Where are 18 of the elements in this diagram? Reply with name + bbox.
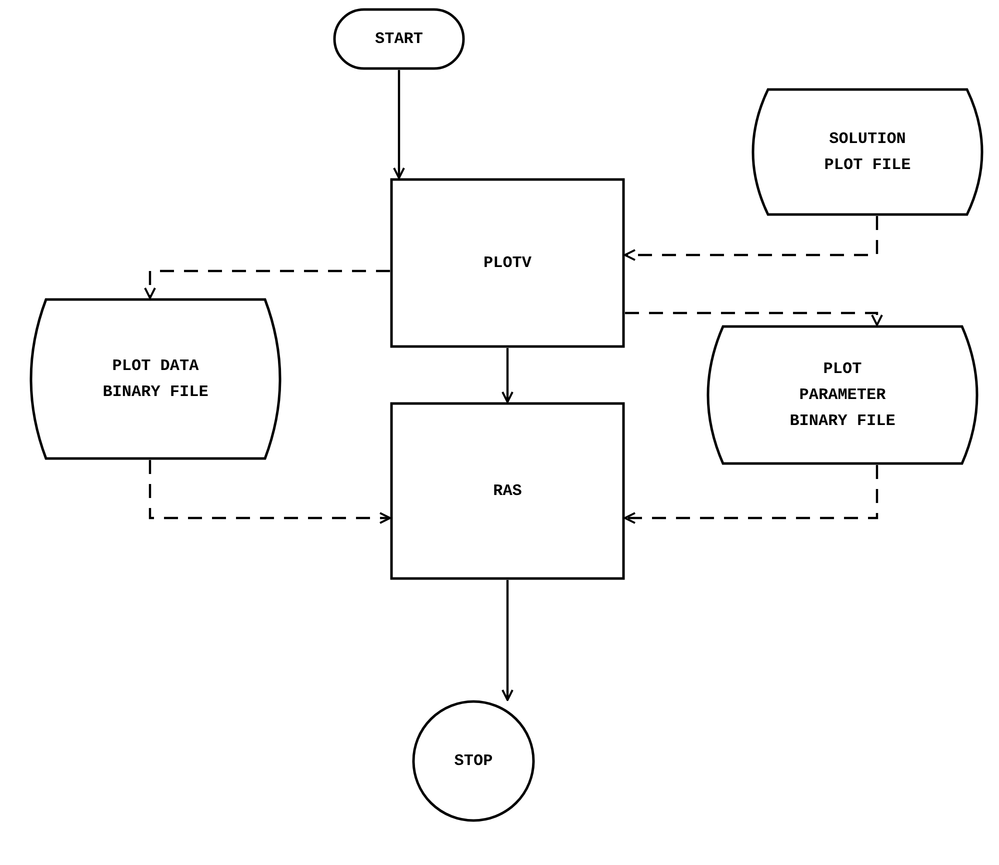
arrow xyxy=(502,580,514,701)
process-box xyxy=(390,178,625,348)
arrow xyxy=(148,460,391,524)
arrow xyxy=(625,312,883,326)
arrow xyxy=(624,465,878,524)
process-box xyxy=(390,402,625,580)
arrow xyxy=(502,348,514,403)
connector-circle xyxy=(412,700,535,822)
arrow xyxy=(144,270,390,299)
arrow xyxy=(624,216,878,261)
arrow xyxy=(393,70,405,179)
node-text: STOP xyxy=(453,751,494,772)
node-text: PLOT DATA BINARY FILE xyxy=(102,356,210,403)
node-text: SOLUTION PLOT FILE xyxy=(823,129,912,176)
node-text: START xyxy=(374,29,424,50)
node-text: PLOT PARAMETER BINARY FILE xyxy=(788,359,896,432)
node-text: RAS xyxy=(492,481,523,502)
node-text: PLOTV xyxy=(482,253,532,274)
